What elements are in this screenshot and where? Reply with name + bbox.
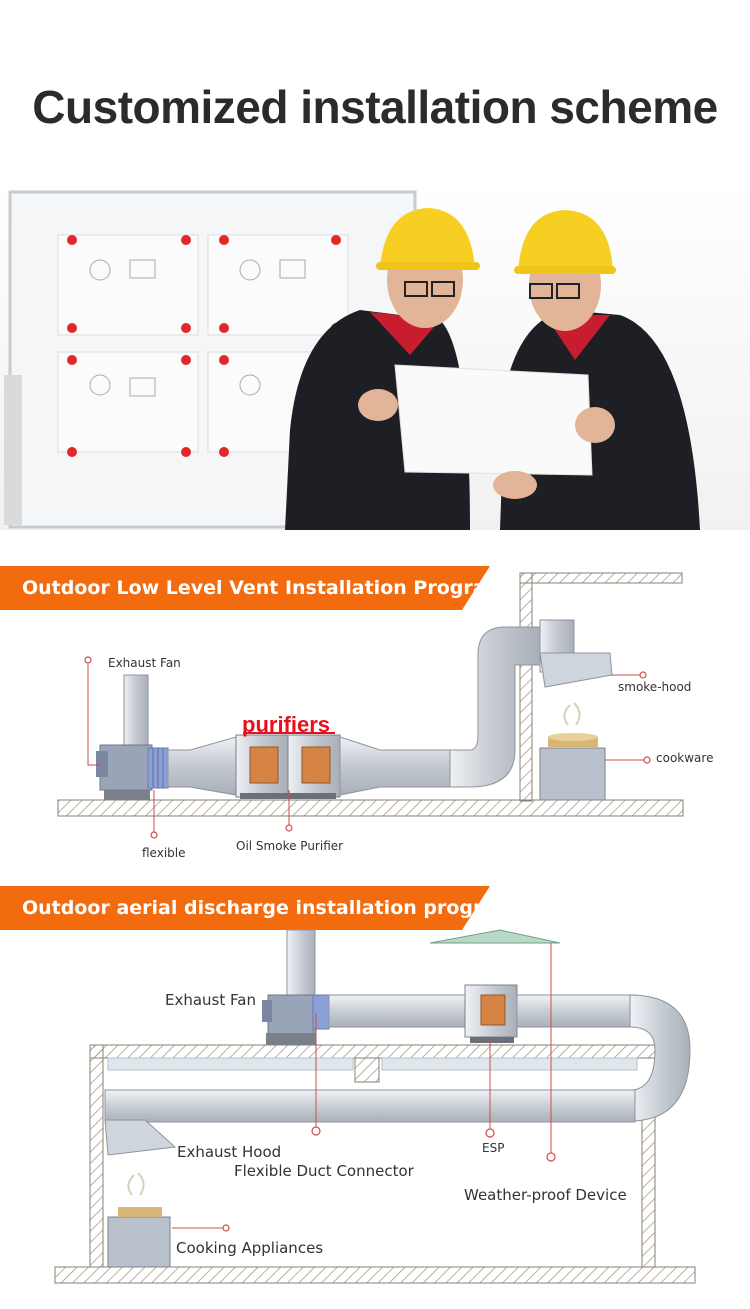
- label-flexible: flexible: [142, 846, 186, 860]
- diagram-aerial-discharge: [54, 929, 696, 1284]
- label-weather-proof-device: Weather-proof Device: [464, 1186, 627, 1204]
- label-purifiers: purifiers: [242, 712, 331, 737]
- label-flexible-duct-connector: Flexible Duct Connector: [234, 1162, 414, 1180]
- label-cooking-appliances: Cooking Appliances: [176, 1239, 324, 1257]
- section1-banner-text: Outdoor Low Level Vent Installation Prog…: [22, 577, 506, 599]
- label-exhaust-hood: Exhaust Hood: [177, 1143, 282, 1161]
- page-title: Customized installation scheme: [32, 81, 718, 133]
- label-exhaust-fan-1: Exhaust Fan: [108, 656, 181, 670]
- section2-banner: Outdoor aerial discharge installation pr…: [0, 886, 515, 930]
- label-exhaust-fan-2: Exhaust Fan: [165, 991, 256, 1009]
- label-esp: ESP: [482, 1141, 505, 1155]
- paper-sheet: [394, 364, 593, 476]
- diagram-low-level-vent: [57, 572, 684, 839]
- label-cookware: cookware: [656, 751, 714, 765]
- photo-engineers-whiteboard: [0, 180, 750, 530]
- section1-banner: Outdoor Low Level Vent Installation Prog…: [0, 566, 505, 610]
- label-smoke-hood: smoke-hood: [618, 680, 692, 694]
- label-oil-smoke-purifier: Oil Smoke Purifier: [236, 839, 344, 853]
- section2-banner-text: Outdoor aerial discharge installation pr…: [22, 897, 515, 919]
